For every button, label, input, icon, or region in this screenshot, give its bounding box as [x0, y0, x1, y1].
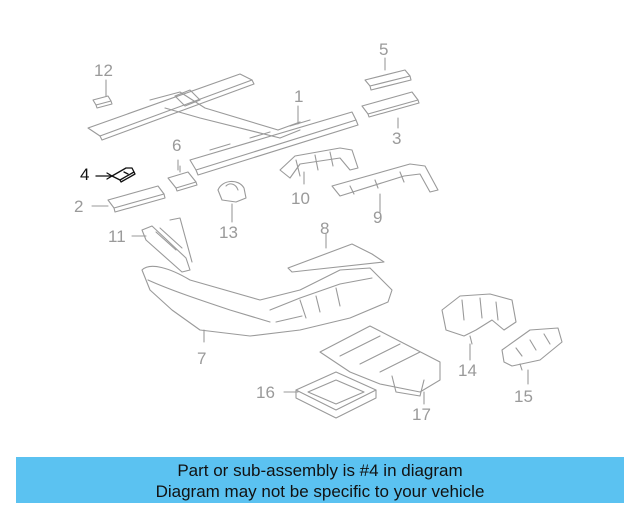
part-9-shape — [331, 163, 439, 197]
callout-8: 8 — [320, 219, 330, 238]
part-10-shape — [279, 147, 359, 179]
callout-2: 2 — [74, 197, 84, 216]
callout-11: 11 — [108, 227, 126, 246]
part-5-shape — [364, 69, 412, 91]
part-14-shape — [441, 293, 517, 345]
part-13-shape — [217, 180, 247, 203]
callout-15: 15 — [514, 387, 533, 406]
part-17-shape — [319, 325, 441, 397]
callout-7: 7 — [197, 349, 207, 368]
banner-line-1: Part or sub-assembly is #4 in diagram — [177, 461, 463, 480]
callout-3: 3 — [392, 129, 402, 148]
callout-10: 10 — [291, 189, 310, 208]
callout-13: 13 — [219, 223, 238, 242]
callout-9: 9 — [373, 208, 383, 227]
part-1-frame — [87, 73, 359, 176]
callout-16: 16 — [256, 383, 275, 402]
part-7-console — [141, 265, 393, 337]
part-6-shape — [167, 165, 198, 192]
info-banner: Part or sub-assembly is #4 in diagram Di… — [16, 457, 624, 503]
part-4-highlighted — [95, 167, 136, 183]
part-8-shape — [287, 243, 385, 273]
callout-14: 14 — [458, 361, 477, 380]
part-16-shape — [295, 371, 377, 419]
callout-4: 4 — [80, 165, 90, 184]
callout-1: 1 — [294, 87, 304, 106]
banner-line-2: Diagram may not be specific to your vehi… — [155, 482, 485, 501]
diagram-drawing — [87, 57, 563, 419]
part-15-shape — [501, 327, 563, 371]
part-2-shape — [107, 185, 166, 213]
callout-12: 12 — [94, 61, 113, 80]
part-11-shape — [141, 217, 193, 273]
callout-5: 5 — [379, 40, 389, 59]
part-12-shape — [92, 95, 113, 109]
leader-lines — [91, 57, 529, 405]
part-3-shape — [361, 91, 420, 118]
callout-6: 6 — [172, 136, 182, 155]
callout-17: 17 — [412, 405, 431, 424]
